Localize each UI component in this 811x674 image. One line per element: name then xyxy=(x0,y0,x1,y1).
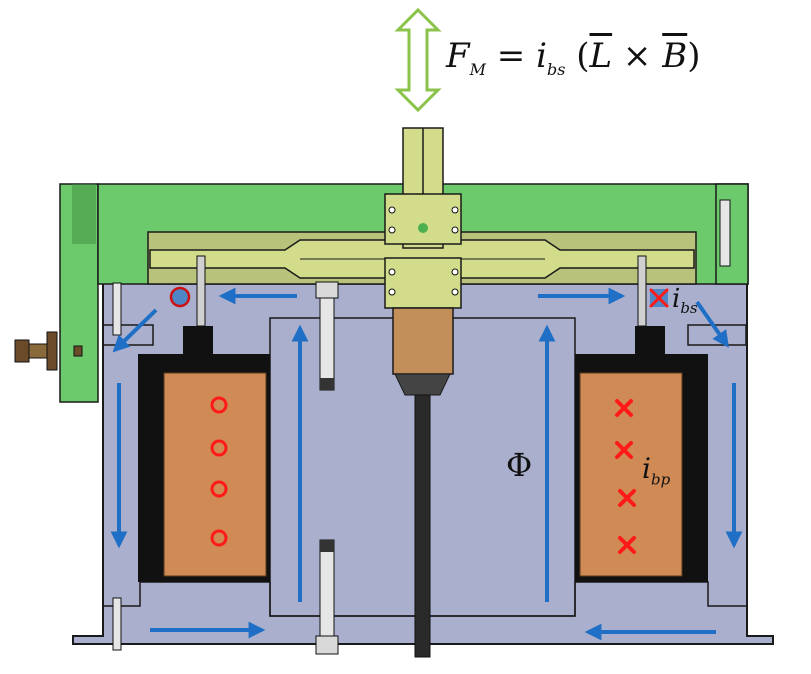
left-coil xyxy=(138,326,270,582)
connector-fitting xyxy=(14,331,83,371)
screw-top xyxy=(315,281,339,391)
current-in-icon xyxy=(618,489,636,507)
current-out-icon xyxy=(169,286,191,308)
current-in-icon xyxy=(615,399,633,417)
secondary-current-out-marker xyxy=(169,286,191,308)
current-out-icon xyxy=(210,529,228,547)
motion-double-arrow-icon xyxy=(394,7,442,113)
force-equation: FM = ibs (L × B) xyxy=(446,36,701,79)
right-coil xyxy=(575,326,708,582)
primary-current-in-markers xyxy=(615,399,636,554)
primary-current-label: ibp xyxy=(642,452,671,489)
current-out-icon xyxy=(210,480,228,498)
screw-bottom xyxy=(315,539,339,655)
current-in-icon xyxy=(615,441,633,459)
flux-arrow xyxy=(112,308,158,353)
primary-current-out-markers xyxy=(210,396,228,547)
moving-shaft xyxy=(384,127,462,658)
flux-label: Φ xyxy=(506,446,533,484)
current-out-icon xyxy=(210,439,228,457)
current-out-icon xyxy=(210,396,228,414)
flux-path-arrows xyxy=(110,287,743,641)
current-in-icon xyxy=(618,536,636,554)
secondary-current-label: ibs xyxy=(672,284,698,318)
secondary-current-in-marker xyxy=(649,288,669,308)
flux-arrow xyxy=(695,300,729,348)
